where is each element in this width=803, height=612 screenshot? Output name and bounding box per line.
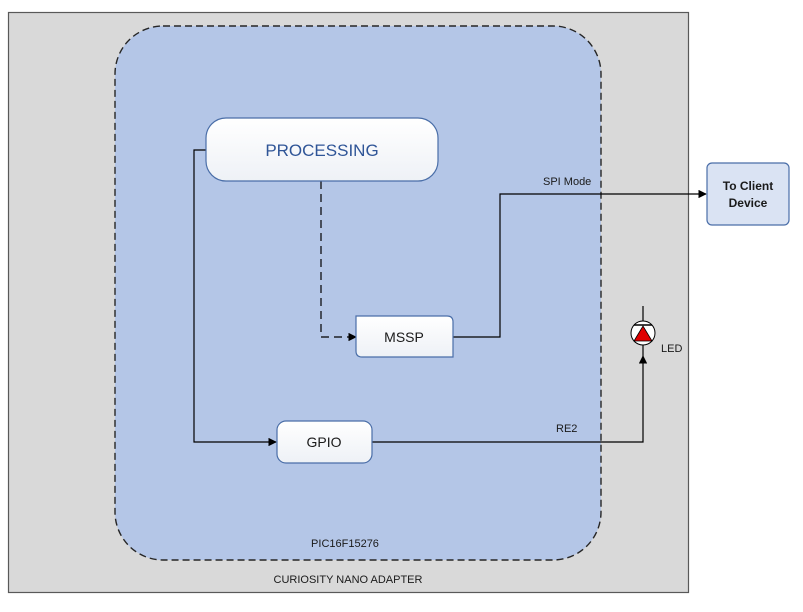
client-device-label-line1: To Client xyxy=(723,179,773,193)
led-icon xyxy=(630,306,656,356)
spi-line xyxy=(453,189,707,338)
processing-mssp-dashed-link xyxy=(316,173,357,342)
board-label: CURIOSITY NANO ADAPTER xyxy=(274,574,423,586)
led-label: LED xyxy=(661,343,682,355)
mcu-label: PIC16F15276 xyxy=(311,538,379,550)
mssp-block xyxy=(355,315,454,358)
client-device-block xyxy=(706,162,790,226)
client-device-label-line2: Device xyxy=(729,196,768,210)
re2-line xyxy=(372,355,648,443)
processing-to-gpio-line xyxy=(193,149,277,447)
gpio-label: GPIO xyxy=(306,434,341,450)
re2-label: RE2 xyxy=(556,423,577,435)
gpio-block xyxy=(276,420,373,464)
spi-mode-label: SPI Mode xyxy=(543,176,591,188)
processing-label: PROCESSING xyxy=(265,141,378,160)
mssp-label: MSSP xyxy=(384,329,424,345)
processing-block xyxy=(205,117,439,182)
pic-mcu-region xyxy=(114,25,602,561)
